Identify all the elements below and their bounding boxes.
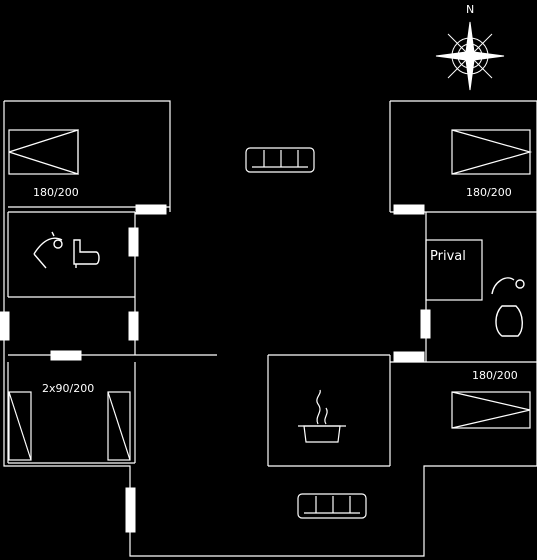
- door-markers: [0, 204, 431, 533]
- bed-icon: [8, 129, 79, 175]
- room-label-private: Prival: [430, 249, 466, 264]
- bed-icon: [451, 391, 531, 429]
- bed-icon: [107, 391, 131, 461]
- bed-size-label: 180/200: [472, 369, 518, 382]
- bed-size-label: 180/200: [33, 186, 79, 199]
- compass-rose-icon: [435, 21, 505, 91]
- sofa-icon: [245, 147, 315, 173]
- compass-north-label: N: [466, 3, 475, 16]
- sofa-icon: [297, 493, 367, 519]
- bed-size-label: 2x90/200: [42, 382, 95, 395]
- bed-icon: [451, 129, 533, 175]
- bed-size-label: 180/200: [466, 186, 512, 199]
- walls: [3, 100, 537, 557]
- toilet-icon: [491, 277, 525, 337]
- bed-icon: [8, 391, 32, 461]
- toilet-icon: [73, 239, 100, 268]
- shower-icon: [33, 231, 63, 269]
- stove-icon: [298, 389, 346, 443]
